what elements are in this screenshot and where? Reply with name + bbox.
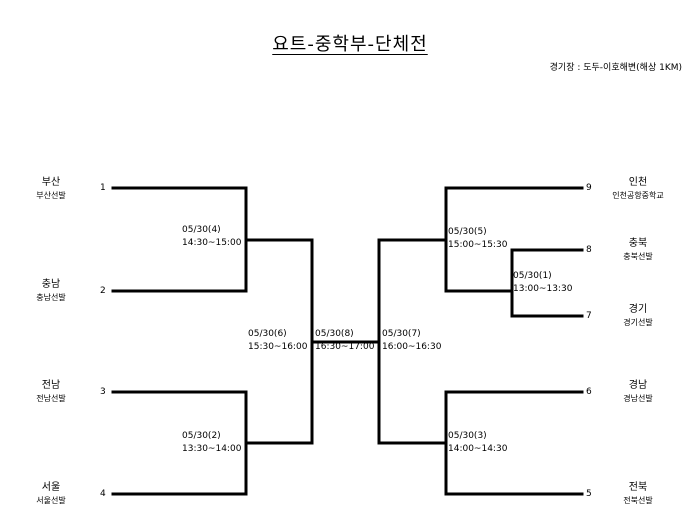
match-label-2: 05/30(2) 13:30~14:00	[182, 430, 241, 456]
team-name-gyeongnam: 경남	[628, 380, 648, 391]
match-time: 13:30~14:00	[182, 444, 242, 454]
seed-5: 5	[586, 489, 592, 499]
seed-9: 9	[586, 183, 592, 193]
team-sub-gyeonggi: 경기선발	[623, 318, 653, 327]
match-label-1: 05/30(1) 13:00~13:30	[513, 270, 572, 296]
team-sub-gyeongnam: 경남선발	[623, 394, 653, 403]
match-date: 05/30(5)	[448, 227, 487, 237]
seed-8: 8	[586, 245, 592, 255]
seed-2: 2	[100, 286, 106, 296]
team-sub-seoul: 서울선발	[36, 496, 66, 505]
seed-3: 3	[100, 387, 106, 397]
page-title: 요트-중학부-단체전	[272, 34, 428, 55]
match-date: 05/30(2)	[182, 431, 221, 441]
match-date: 05/30(1)	[513, 271, 552, 281]
match-label-3: 05/30(3) 14:00~14:30	[448, 430, 507, 456]
team-sub-jeonnam: 전남선발	[36, 394, 66, 403]
team-sub-jeonbuk: 전북선발	[623, 496, 653, 505]
team-name-chungnam: 충남	[41, 279, 61, 290]
match-time: 16:00~16:30	[382, 342, 442, 352]
match-label-4: 05/30(4) 14:30~15:00	[182, 224, 241, 250]
team-sub-chungnam: 충남선발	[36, 293, 66, 302]
match-time: 14:00~14:30	[448, 444, 508, 454]
team-name-seoul: 서울	[41, 482, 61, 493]
team-sub-incheon: 인천공항중학교	[612, 191, 664, 200]
seed-4: 4	[100, 489, 106, 499]
seed-6: 6	[586, 387, 592, 397]
match-label-5: 05/30(5) 15:00~15:30	[448, 226, 507, 252]
match-date: 05/30(4)	[182, 225, 221, 235]
match-time: 15:00~15:30	[448, 240, 508, 250]
match-date: 05/30(6)	[248, 329, 287, 339]
match-date: 05/30(7)	[382, 329, 421, 339]
team-name-incheon: 인천	[628, 177, 648, 188]
bracket-line-r1-right-top	[444, 186, 584, 293]
match-label-8: 05/30(8) 16:30~17:00	[315, 328, 374, 354]
bracket-line-r1-right-bottom	[444, 390, 584, 496]
team-name-jeonbuk: 전북	[628, 482, 648, 493]
team-name-chungbuk: 충북	[628, 238, 648, 249]
match-label-6: 05/30(6) 15:30~16:00	[248, 328, 307, 354]
team-name-busan: 부산	[41, 177, 61, 188]
match-time: 14:30~15:00	[182, 238, 242, 248]
match-time: 13:00~13:30	[513, 284, 573, 294]
team-name-jeonnam: 전남	[41, 380, 61, 391]
seed-7: 7	[586, 311, 592, 321]
bracket-line-r0-right	[510, 248, 584, 318]
seed-1: 1	[100, 183, 106, 193]
team-sub-chungbuk: 충북선발	[623, 252, 653, 261]
match-label-7: 05/30(7) 16:00~16:30	[382, 328, 441, 354]
team-sub-busan: 부산선발	[36, 191, 66, 200]
match-time: 15:30~16:00	[248, 342, 308, 352]
match-date: 05/30(3)	[448, 431, 487, 441]
venue-info: 경기장 : 도두-이호해변(해상 1KM)	[549, 63, 682, 73]
match-time: 16:30~17:00	[315, 342, 375, 352]
match-date: 05/30(8)	[315, 329, 354, 339]
team-name-gyeonggi: 경기	[628, 304, 648, 315]
